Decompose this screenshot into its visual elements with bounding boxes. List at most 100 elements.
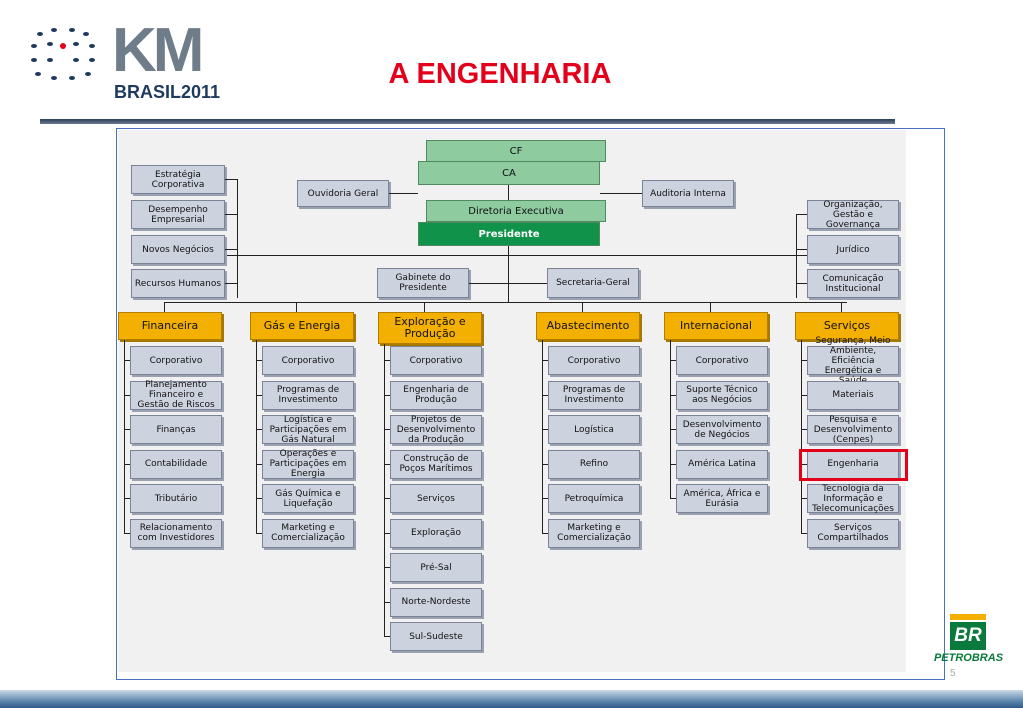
secretaria-geral-box: Secretaria-Geral (547, 268, 639, 298)
connector-line (384, 532, 390, 534)
connector-line (542, 463, 548, 465)
connector-line (801, 340, 802, 533)
connector-line (801, 429, 807, 430)
left-staff-box: Novos Negócios (131, 235, 225, 264)
connector-line (670, 498, 676, 499)
connector-line (801, 532, 807, 534)
unit-box: Finanças (130, 415, 222, 444)
connector-line (384, 360, 390, 361)
department-1: Gás e Energia (250, 312, 354, 340)
unit-box: Corporativo (262, 346, 354, 375)
unit-box: Tributário (130, 484, 222, 513)
unit-box: Tecnologia da Informação e Telecomunicaç… (807, 484, 899, 514)
left-staff-box: Estratégia Corporativa (131, 165, 225, 194)
connector-line (542, 340, 543, 533)
unit-box: Corporativo (676, 346, 768, 375)
connector-line (801, 498, 807, 499)
unit-box: Logística e Participações em Gás Natural (262, 415, 354, 445)
connector-line (670, 340, 671, 498)
connector-line (124, 463, 130, 465)
department-4: Internacional (664, 312, 768, 340)
diretoria-executiva-box: Diretoria Executiva (426, 200, 606, 222)
connector-line (670, 360, 676, 361)
department-3: Abastecimento (536, 312, 640, 340)
unit-box: Construção de Poços Marítimos (390, 449, 482, 479)
connector-line (256, 340, 257, 533)
connector-line (384, 344, 385, 636)
unit-box: Materiais (807, 380, 899, 410)
connector-line (670, 394, 676, 396)
connector-line (384, 636, 390, 637)
connector-line (225, 255, 807, 256)
presidente-box: Presidente (418, 222, 600, 246)
unit-box: Desenvolvimento de Negócios (676, 415, 768, 444)
connector-line (542, 394, 548, 396)
connector-line (841, 302, 842, 312)
connector-line (796, 283, 807, 284)
unit-box: Refino (548, 449, 640, 479)
connector-line (600, 193, 642, 194)
connector-line (124, 394, 130, 396)
unit-box: Programas de Investimento (548, 380, 640, 410)
department-0: Financeira (118, 312, 222, 340)
unit-box: Engenharia (807, 449, 899, 479)
left-staff-box: Desempenho Empresarial (131, 200, 225, 229)
ouvidoria-geral-box: Ouvidoria Geral (297, 180, 389, 207)
unit-box: Serviços (390, 484, 482, 513)
right-staff-box: Organização, Gestão e Governança (807, 200, 899, 230)
connector-line (384, 429, 390, 430)
connector-line (801, 360, 807, 361)
connector-line (469, 283, 547, 284)
connector-line (256, 394, 262, 396)
unit-box: Corporativo (130, 346, 222, 375)
connector-line (256, 498, 262, 499)
header-rule (40, 119, 895, 124)
unit-box: Pré-Sal (390, 553, 482, 582)
connector-line (256, 429, 262, 430)
connector-line (801, 463, 807, 465)
connector-line (124, 360, 130, 361)
connector-line (124, 532, 130, 534)
unit-box: Exploração (390, 518, 482, 548)
connector-line (542, 498, 548, 499)
left-staff-box: Recursos Humanos (131, 269, 225, 298)
unit-box: Segurança, Meio Ambiente, Eficiência Ene… (807, 336, 899, 386)
unit-box: Petroquímica (548, 484, 640, 513)
unit-box: América Latina (676, 449, 768, 479)
connector-line (508, 246, 509, 302)
connector-line (124, 429, 130, 430)
connector-line (296, 302, 297, 312)
connector-line (384, 394, 390, 396)
unit-box: Pesquisa e Desenvolvimento (Cenpes) (807, 415, 899, 445)
petrobras-badge-text: BR (954, 625, 982, 646)
unit-box: Engenharia de Produção (390, 380, 482, 410)
unit-box: Corporativo (390, 346, 482, 375)
connector-line (124, 498, 130, 499)
cf-box: CF (426, 140, 606, 162)
unit-box: América, África e Eurásia (676, 484, 768, 513)
unit-box: Marketing e Comercialização (548, 518, 640, 548)
connector-line (256, 463, 262, 465)
unit-box: Norte-Nordeste (390, 587, 482, 617)
connector-line (384, 498, 390, 499)
connector-line (796, 214, 807, 215)
auditoria-interna-box: Auditoria Interna (642, 180, 734, 207)
unit-box: Suporte Técnico aos Negócios (676, 380, 768, 410)
connector-line (225, 283, 237, 284)
km-brasil-logo: KM BRASIL2011 (28, 18, 238, 106)
unit-box: Sul-Sudeste (390, 622, 482, 651)
connector-line (670, 429, 676, 430)
unit-box: Marketing e Comercialização (262, 518, 354, 548)
gabinete-presidente-box: Gabinete do Presidente (377, 268, 469, 298)
petrobras-logo: BR (950, 614, 1006, 650)
dots-logo-icon (31, 28, 95, 80)
connector-line (796, 249, 807, 250)
connector-line (389, 193, 418, 194)
connector-line (542, 532, 548, 534)
department-5: Serviços (795, 312, 899, 340)
connector-line (237, 179, 238, 298)
unit-box: Corporativo (548, 346, 640, 375)
connector-line (124, 340, 125, 533)
connector-line (225, 214, 237, 215)
connector-line (256, 532, 262, 534)
